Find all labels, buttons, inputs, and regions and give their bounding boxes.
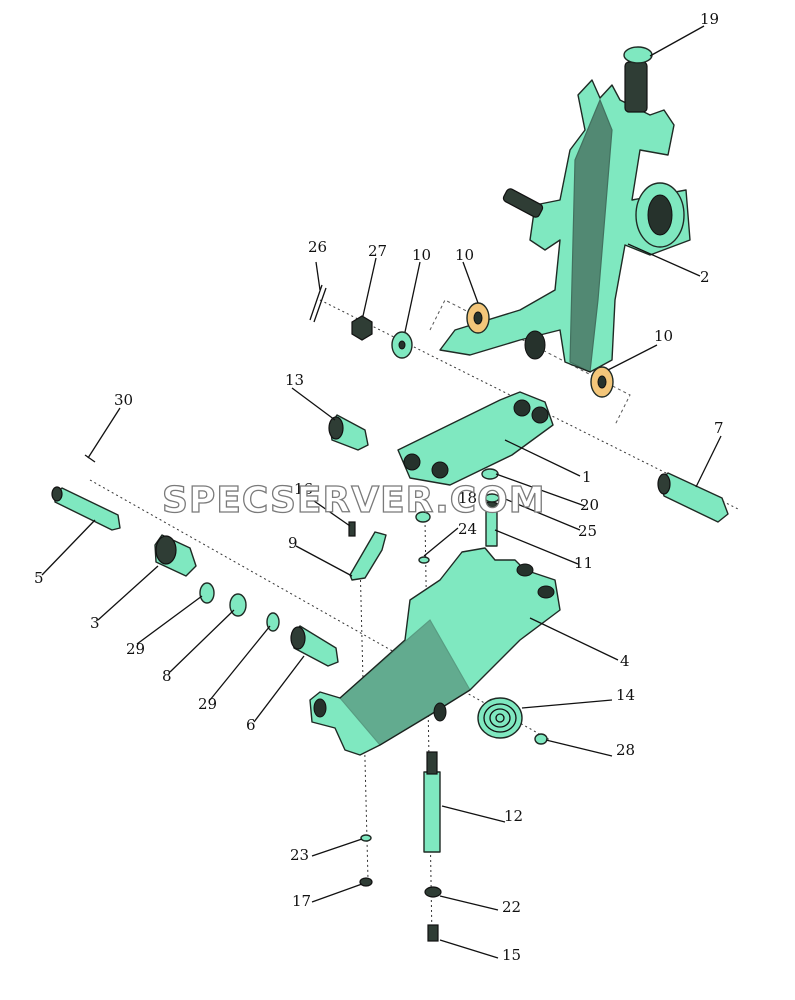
sleeve-end (290, 626, 306, 650)
part-5-bolt (51, 486, 121, 531)
knob-stem (624, 61, 648, 113)
part-28-ring (534, 733, 548, 745)
bracket-clamp-bore (647, 194, 673, 236)
part-10-washer-top-bore (473, 311, 483, 325)
part-16-screw (348, 521, 356, 537)
callout-22: 22 (502, 898, 521, 916)
leader-lines (41, 25, 722, 959)
spring-coil-3 (495, 713, 505, 723)
pin-end (657, 473, 671, 495)
callout-13: 13 (285, 371, 304, 389)
bolt-shank (54, 487, 121, 531)
part-8-ring (229, 593, 247, 617)
part-27-nut (351, 315, 373, 341)
callout-7: 7 (714, 419, 724, 437)
lower-arm-shadow (339, 619, 471, 746)
lower-arm-hole-left (313, 698, 327, 718)
column-bracket-shadow (569, 98, 613, 373)
link-plate-hole-3 (513, 399, 531, 417)
callout-17: 17 (292, 892, 311, 910)
part-24-washer (415, 511, 431, 523)
part-6-sleeve (290, 625, 339, 667)
callout-2: 2 (700, 268, 710, 286)
callout-5: 5 (34, 569, 44, 587)
callout-10-right: 10 (654, 327, 673, 345)
part-19-knob (623, 46, 653, 113)
callout-30: 30 (114, 391, 133, 409)
column-bracket-body (439, 79, 691, 373)
rod-top (426, 751, 438, 775)
callout-3: 3 (90, 614, 100, 632)
callout-25: 25 (578, 522, 597, 540)
part-12-rod (423, 751, 441, 853)
link-plate-hole-4 (531, 406, 549, 424)
callout-27: 27 (368, 242, 387, 260)
part-10-washer-right-bore (597, 375, 607, 389)
lower-arm-body (309, 547, 561, 756)
callout-18: 18 (458, 489, 477, 507)
part-18-washer (481, 468, 499, 480)
part-14-spring (477, 697, 523, 739)
lower-arm-hole-right (537, 585, 555, 599)
callout-29-right: 29 (198, 695, 217, 713)
rod-body (423, 771, 441, 853)
callout-9: 9 (288, 534, 298, 552)
callout-1: 1 (582, 468, 592, 486)
link-plate-hole-1 (403, 453, 421, 471)
part-13-roller (328, 414, 369, 451)
lower-arm-hole-mid (433, 702, 447, 722)
callout-8: 8 (162, 667, 172, 685)
spring-coil-2 (489, 708, 511, 728)
callout-23: 23 (290, 846, 309, 864)
callout-16: 16 (294, 480, 313, 498)
bushing-end (155, 535, 177, 565)
part-9-clip (349, 531, 387, 581)
part-3-bushing (154, 534, 197, 577)
part-26-split-pin (309, 284, 327, 323)
part-2-column-bracket (439, 79, 691, 373)
part-22-washer (424, 886, 442, 898)
callout-15: 15 (502, 946, 521, 964)
callout-11: 11 (574, 554, 593, 572)
bracket-arm (502, 188, 544, 218)
part-17-nut (359, 877, 373, 887)
callout-14: 14 (616, 686, 635, 704)
callout-4: 4 (620, 652, 630, 670)
callout-6: 6 (246, 716, 256, 734)
callout-26: 26 (308, 238, 327, 256)
part-11-stud (482, 501, 500, 547)
bolt-head (51, 486, 63, 502)
lower-arm-hole-top (516, 563, 534, 577)
callout-10-left: 10 (412, 246, 431, 264)
watermark-text: SPECSERVER.COM (162, 480, 546, 521)
pin-body (659, 472, 729, 523)
roller-end (328, 416, 344, 440)
link-plate-hole-2 (431, 461, 449, 479)
callout-24: 24 (458, 520, 477, 538)
callout-10-top: 10 (455, 246, 474, 264)
part-4-lower-arm (309, 547, 561, 756)
callout-12: 12 (504, 807, 523, 825)
part-10-washer-left-bore (398, 340, 406, 350)
callout-29-left: 29 (126, 640, 145, 658)
callout-20: 20 (580, 496, 599, 514)
part-1-link-plate (397, 391, 554, 486)
spring-coil-1 (483, 703, 517, 733)
part-7-pin (657, 472, 729, 523)
callout-labels: 19 2 26 27 10 10 10 13 7 1 30 5 16 18 20… (34, 10, 724, 964)
part-15-screw (427, 924, 439, 942)
part-24-ring (418, 556, 430, 564)
link-plate-body (397, 391, 554, 486)
knob-cap (623, 46, 653, 64)
part-30-pin (84, 454, 96, 463)
part-20-washer (484, 493, 500, 503)
callout-19: 19 (700, 10, 719, 28)
bracket-pivot-hole (524, 330, 546, 360)
callout-28: 28 (616, 741, 635, 759)
part-29-ring-left (199, 582, 215, 604)
part-23-washer (360, 834, 372, 842)
